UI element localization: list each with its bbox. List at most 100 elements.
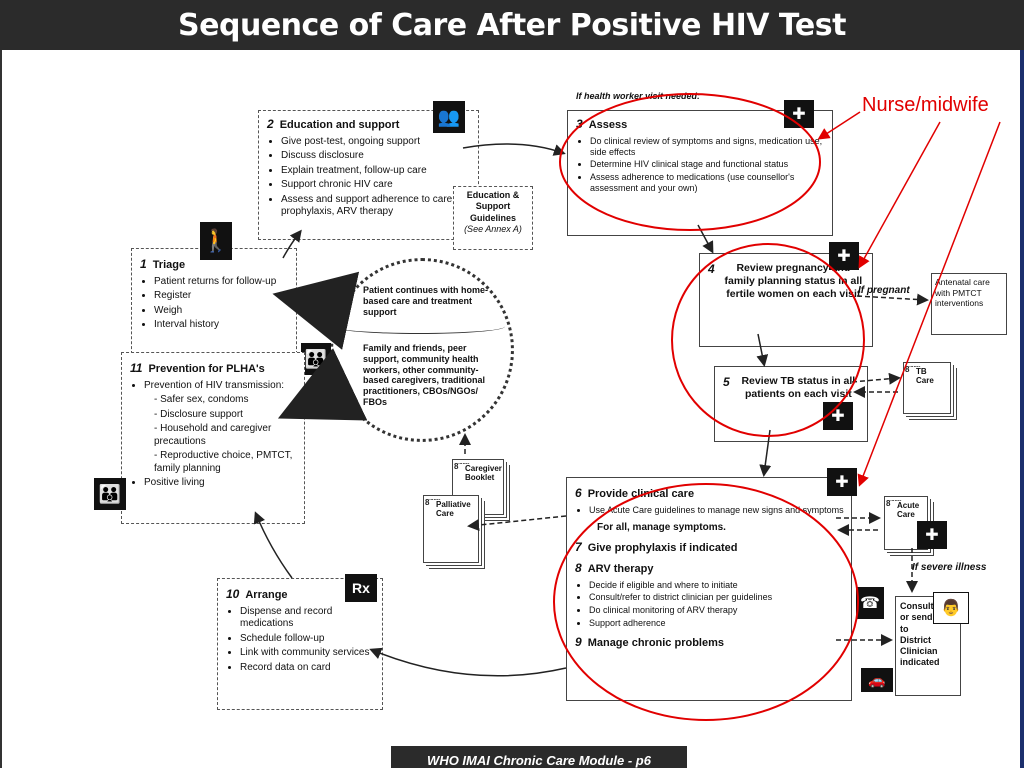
book-title: Palliative Care [436, 500, 471, 518]
nurse-cap-icon: ✚ [827, 468, 857, 496]
list-item: Explain treatment, follow-up care [281, 165, 472, 178]
list-item: Interval history [154, 319, 290, 332]
book-title: TB Care [916, 367, 934, 385]
pointer-to-assess [817, 111, 861, 140]
meeting-icon: 👥 [433, 101, 465, 133]
list-item: Dispense and record medications [240, 606, 376, 631]
pointer-to-clinical [857, 121, 1001, 487]
list-item: Consult/refer to district clinician per … [589, 592, 845, 603]
step-number: 9 [575, 634, 582, 649]
car-icon: 🚗 [861, 668, 893, 692]
if-severe-label: If severe illness [912, 562, 987, 573]
sub-list-item: Reproductive choice, PMTCT, family plann… [154, 450, 298, 475]
list-item: Positive living [144, 477, 298, 490]
box-heading: Triage [152, 259, 186, 271]
nurse-cap-icon: ✚ [784, 100, 814, 128]
guidelines-sub: (See Annex A) [464, 223, 522, 234]
list-item: Discuss disclosure [281, 150, 472, 163]
tb-care-book: TB Care [903, 362, 951, 414]
arrange-box: 10 Arrange Dispense and record medication… [217, 578, 383, 710]
book-title: Caregiver Booklet [465, 464, 502, 482]
list-item: Determine HIV clinical stage and functio… [590, 159, 826, 170]
arrow-to-antenatal [856, 293, 929, 306]
box-text: Review TB status in all patients on each… [741, 375, 856, 401]
list-item: Use Acute Care guidelines to manage new … [589, 505, 845, 516]
list-item: Patient returns for follow-up [154, 276, 290, 289]
box-heading: Prevention for PLHA's [148, 363, 265, 375]
arrow-to-palliative [467, 515, 567, 532]
triage-box: 1 Triage Patient returns for follow-up Re… [131, 248, 297, 354]
list-item: Support chronic HIV care [281, 179, 472, 192]
list-item: Give post-test, ongoing support [281, 136, 472, 149]
list-item: Schedule follow-up [240, 633, 376, 646]
phone-icon: ☎ [856, 587, 884, 619]
doctors-icon: 👨 [933, 592, 969, 624]
grey-arrow-to-triage [272, 271, 360, 350]
circle-top-text: Patient continues with home-based care a… [363, 285, 489, 317]
guidelines-label: Education & Support Guidelines [466, 190, 520, 223]
step-number: 6 [575, 486, 582, 500]
list-item: Support adherence [589, 618, 845, 629]
step-number: 8 [575, 560, 582, 575]
education-guidelines-box: Education & Support Guidelines (See Anne… [453, 186, 533, 250]
for-all-text: For all, manage symptoms. [597, 521, 726, 533]
highlight-ellipse-review [671, 243, 865, 437]
step-number: 1 [140, 257, 147, 271]
sub-list-item: Safer sex, condoms [154, 394, 298, 407]
list-item-text: Prevention of HIV transmission: [144, 379, 285, 391]
family-icon: 👪 [94, 478, 126, 510]
list-item: Assess adherence to medications (use cou… [590, 172, 826, 194]
list-item: Link with community services [240, 647, 376, 660]
consult-text: Consult or send to District Clinician in… [900, 601, 940, 668]
left-border [0, 50, 2, 768]
arrow-2-to-3 [462, 143, 566, 156]
box-heading: ARV therapy [587, 562, 654, 575]
highlight-ellipse-assess [559, 93, 821, 231]
list-item: Do clinical monitoring of ARV therapy [589, 605, 845, 616]
step-number: 3 [576, 117, 583, 131]
grey-arrow-to-prevention [277, 348, 368, 421]
box-heading: Arrange [245, 589, 288, 601]
right-border [1020, 50, 1024, 768]
circle-divider [333, 319, 505, 334]
assess-box: 3 Assess Do clinical review of symptoms a… [567, 110, 833, 236]
arrow-6-to-10 [369, 647, 567, 677]
sub-list-item: Disclosure support [154, 409, 298, 422]
step-number: 7 [575, 540, 582, 555]
top-note: If health worker visit needed: [576, 91, 701, 101]
sub-list-item: Household and caregiver precautions [154, 423, 298, 448]
arrow-4-to-5 [756, 333, 769, 367]
list-item: Prevention of HIV transmission: Safer se… [144, 380, 298, 476]
prescription-icon: Rx [345, 574, 377, 602]
nurse-midwife-label: Nurse/midwife [862, 94, 989, 116]
step-number: 2 [267, 117, 274, 131]
list-item: Decide if eligible and where to initiate [589, 580, 845, 591]
box-heading: Manage chronic problems [587, 636, 724, 649]
title-bar [0, 0, 1024, 50]
antenatal-text: Antenatal care with PMTCT interventions [935, 277, 990, 309]
circle-bottom-text: Family and friends, peer support, commun… [363, 343, 486, 407]
nurse-cap-icon: ✚ [829, 242, 859, 270]
book-title: Acute Care [897, 501, 920, 519]
footer-banner: WHO IMAI Chronic Care Module - p6 [391, 746, 687, 768]
list-item: Register [154, 290, 290, 303]
box-heading: Give prophylaxis if indicated [587, 542, 738, 555]
person-door-icon: 🚶 [200, 222, 232, 260]
list-item: Do clinical review of symptoms and signs… [590, 136, 826, 158]
list-item: Weigh [154, 305, 290, 318]
nurse-cap-icon: ✚ [917, 521, 947, 549]
box-text: Review pregnancy and family planning sta… [724, 262, 863, 301]
arrow-10-to-11 [253, 511, 293, 579]
highlight-ellipse-clinical [553, 483, 859, 721]
if-pregnant-label: If pregnant [858, 285, 910, 296]
step-number: 10 [226, 587, 240, 601]
box-heading: Assess [588, 119, 628, 131]
box-heading: Education and support [279, 119, 400, 131]
antenatal-box: Antenatal care with PMTCT interventions [931, 273, 1007, 335]
palliative-care-book: Palliative Care [423, 495, 479, 563]
arrow-5-to-6 [759, 429, 772, 477]
step-number: 5 [723, 375, 730, 389]
